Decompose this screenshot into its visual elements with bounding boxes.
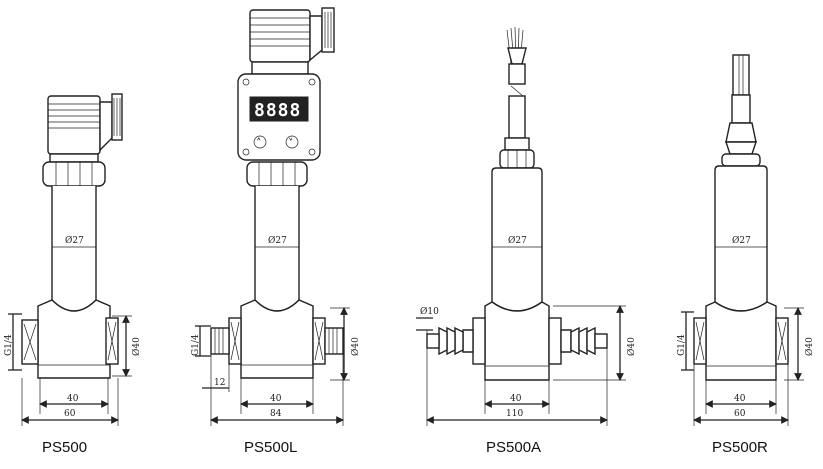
left-port: G1/4 [4,313,39,371]
body-height-label: Ø40 [626,337,637,356]
drawing-ps500l: 8888 ˄ ˅ Ø27 [191,7,361,456]
body-width-label: 40 [734,394,746,404]
down-button[interactable] [285,135,299,149]
tube-diameter-label: Ø27 [508,235,527,246]
port-length-label: 12 [214,378,225,388]
body-width-label: 40 [67,394,79,404]
left-barb-port: Ø10 [416,306,486,365]
right-barb-port [548,317,608,365]
down-button-glyph: ˅ [288,137,294,150]
tube-diameter-label: Ø27 [268,235,287,246]
port-thread-label: G1/4 [4,334,14,356]
process-body [705,301,777,381]
process-body [37,299,111,379]
drawing-ps500a: Ø27 Ø10 [416,26,637,456]
process-body [240,299,314,379]
body-height-label: Ø40 [804,337,815,356]
hex-nut [246,161,308,187]
sensor-tube: Ø27 [51,186,97,312]
right-port [312,317,344,365]
overall-width-label: 60 [64,409,76,419]
connector-housing [47,93,123,163]
drawing-ps500: Ø27 G1/4 Ø40 40 [4,93,142,456]
body-width-label: 40 [510,394,522,404]
overall-width-label: 84 [270,409,282,419]
sensor-tube: Ø27 [491,167,543,312]
model-caption: PS500A [486,439,541,456]
port-thread-label: G1/4 [191,334,201,356]
body-width-label: 40 [270,394,282,404]
sensor-tube: Ø27 [714,165,768,312]
lcd-display [249,96,309,122]
lcd-digits: 8888 [254,100,301,121]
barb-diameter-label: Ø10 [420,306,439,317]
right-port [105,317,119,365]
sensor-tube: Ø27 [254,186,300,312]
dimension-lines: Ø40 12 40 84 [202,307,361,426]
cable-gland [499,137,535,169]
dimension-lines: Ø40 40 60 [21,315,142,426]
model-caption: PS500L [244,439,297,456]
dimension-lines: Ø40 40 60 [693,307,815,426]
port-thread-label: G1/4 [677,334,687,356]
right-port [775,317,789,365]
tube-diameter-label: Ø27 [65,235,84,246]
drawing-ps500r: Ø27 G1/4 Ø40 40 [677,54,815,456]
left-port: G1/4 [191,317,242,365]
process-body [484,301,550,381]
dimension-lines: Ø40 40 110 [426,305,637,426]
overall-width-label: 60 [734,409,746,419]
body-height-label: Ø40 [131,337,142,356]
model-caption: PS500 [42,439,87,456]
up-button-glyph: ˄ [256,137,262,150]
up-button[interactable] [253,135,267,149]
left-port: G1/4 [677,311,707,371]
model-caption: PS500R [712,439,768,456]
display-module: 8888 ˄ ˅ [237,73,321,161]
body-height-label: Ø40 [350,337,361,356]
cable [731,54,751,124]
connector-housing [249,7,335,75]
overall-width-label: 110 [506,409,523,419]
cable-wires [506,26,527,139]
cable-strain-relief [721,122,761,167]
hex-nut [42,161,106,187]
tube-diameter-label: Ø27 [732,235,751,246]
